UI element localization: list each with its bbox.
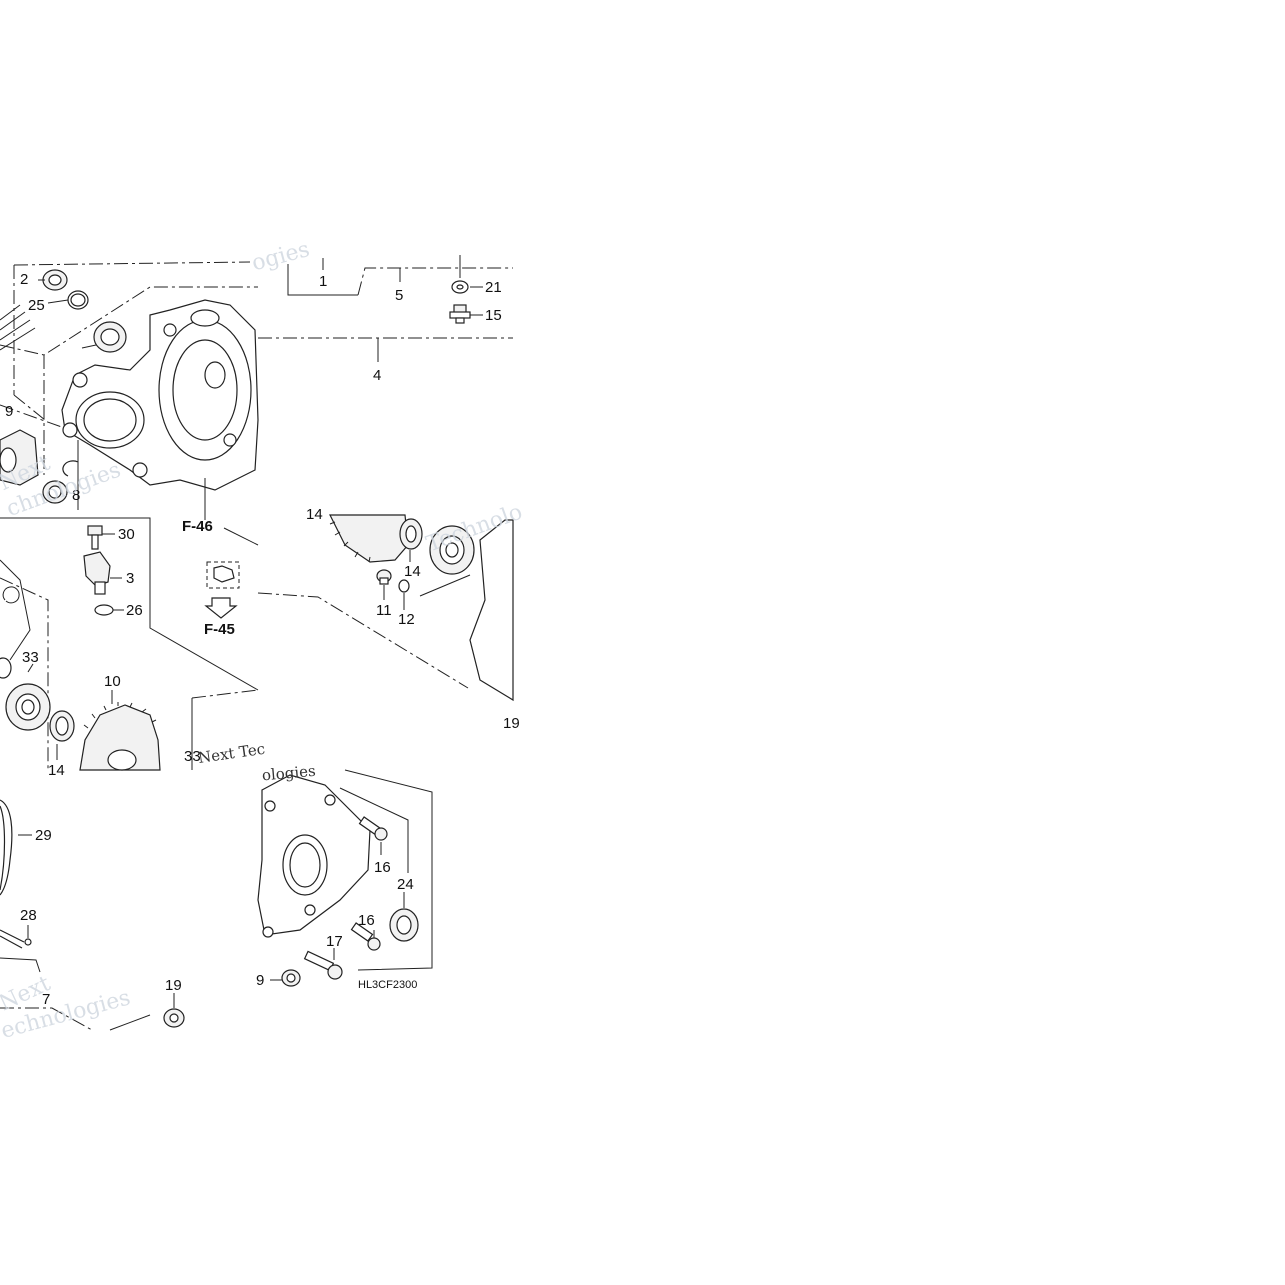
gear-partial-icon (329, 514, 409, 563)
callout-29: 29 (35, 827, 52, 844)
callout-1: 1 (319, 273, 327, 290)
pinion-gear-9-icon (0, 429, 39, 486)
bearing-33-icon (5, 683, 51, 731)
o-ring-26-icon (94, 604, 114, 616)
drawing-code: HL3CF2300 (358, 979, 417, 991)
callout-9: 9 (5, 403, 13, 420)
callout-30: 30 (118, 526, 135, 543)
callout-7: 7 (42, 991, 50, 1008)
watermark: ogies (249, 237, 312, 276)
bolt-16-icon (358, 816, 388, 841)
callout-17: 17 (326, 933, 343, 950)
callout-21: 21 (485, 279, 502, 296)
circlip-icon (62, 460, 79, 477)
nut-19-icon (163, 1008, 185, 1028)
callout-14: 14 (404, 563, 421, 580)
washer-21-icon (451, 280, 469, 294)
seal-24-icon (389, 908, 419, 942)
callout-15: 15 (485, 307, 502, 324)
reference-f46[interactable]: F-46 (182, 518, 213, 535)
gear-case-housing (61, 299, 259, 491)
callout-14: 14 (306, 506, 323, 523)
callout-9: 9 (256, 972, 264, 989)
callout-26: 26 (126, 602, 143, 619)
callout-19: 19 (503, 715, 520, 732)
bolt-11-icon (376, 569, 392, 585)
callout-33: 33 (22, 649, 39, 666)
tile-main-housing: 2 25 9 8 F-46 Next chnologies ogies (0, 237, 312, 535)
callout-12: 12 (398, 611, 415, 628)
callout-28: 28 (20, 907, 37, 924)
watermark: Next Tec (197, 740, 266, 767)
hatched-area (0, 304, 36, 351)
pin-28-icon (24, 938, 32, 946)
cap-2-icon (42, 269, 68, 291)
bolt-17-icon (303, 950, 343, 980)
bolt-30-icon (87, 525, 103, 550)
tile-sensor-bearing: 30 3 26 33 10 14 33 F-45 Next Tec (0, 517, 266, 779)
callout-33: 33 (184, 748, 201, 765)
callout-3: 3 (126, 570, 134, 587)
callout-16: 16 (358, 912, 375, 929)
seal-24-icon (93, 321, 127, 353)
reference-f45[interactable]: F-45 (204, 621, 235, 638)
callout-10: 10 (104, 673, 121, 690)
callout-2: 2 (20, 271, 28, 288)
ring-gear-10-icon (79, 702, 161, 771)
callout-5: 5 (395, 287, 403, 304)
arrow-down-icon (204, 597, 238, 619)
callout-11: 11 (376, 602, 392, 619)
tile-top-right: 1 5 21 15 4 (258, 255, 513, 384)
callout-14: 14 (48, 762, 65, 779)
watermark: ologies (261, 762, 316, 785)
cover-housing (257, 774, 371, 938)
nut-19-icon (281, 969, 301, 987)
callout-16: 16 (374, 859, 391, 876)
speed-sensor-3-icon (83, 551, 111, 595)
bolt-16-icon (350, 922, 381, 951)
washer-12-icon (398, 579, 410, 593)
tile-bottom-right: 16 24 16 17 9 HL3CF2300 ologies (256, 762, 433, 991)
tile-bottom-left: 29 28 7 19 Next echnologies (0, 799, 185, 1044)
clamp-icon (206, 561, 240, 589)
bearing-icon (429, 525, 475, 575)
bolt-15-icon (449, 304, 471, 324)
bushing-icon (42, 480, 68, 504)
callout-24: 24 (397, 876, 414, 893)
callout-19: 19 (165, 977, 182, 994)
callout-4: 4 (373, 367, 381, 384)
callout-25: 25 (28, 297, 45, 314)
tile-right-gear: 14 11 12 19 14 Technolo (257, 500, 526, 732)
callout-8: 8 (72, 487, 80, 504)
